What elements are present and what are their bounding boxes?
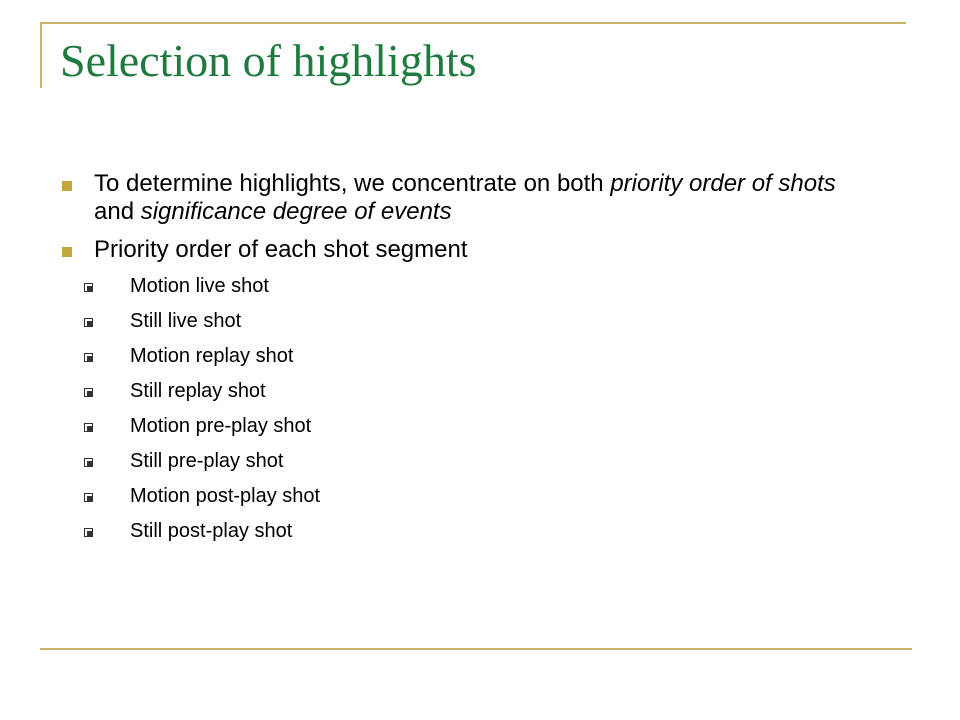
sub-bullet-item: Still replay shot	[58, 379, 858, 404]
left-rule	[40, 22, 42, 88]
hollow-square-bullet-icon	[84, 283, 93, 292]
bullet-priority-order: Priority order of each shot segment	[58, 236, 858, 264]
hollow-square-bullet-icon	[84, 528, 93, 537]
sub-bullet-item: Still pre-play shot	[58, 449, 858, 474]
bullet-text: To determine highlights, we concentrate …	[94, 170, 836, 225]
sub-bullet-item: Motion post-play shot	[58, 484, 858, 509]
hollow-square-bullet-icon	[84, 353, 93, 362]
sub-bullet-item: Still live shot	[58, 309, 858, 334]
sub-bullet-list: Motion live shot Still live shot Motion …	[58, 274, 858, 544]
slide-title: Selection of highlights	[60, 35, 477, 86]
hollow-square-bullet-icon	[84, 493, 93, 502]
bottom-rule	[40, 648, 912, 650]
hollow-square-bullet-icon	[84, 423, 93, 432]
bullet-text: Priority order of each shot segment	[94, 236, 468, 263]
sub-bullet-item: Still post-play shot	[58, 519, 858, 544]
bullet-determine-highlights: To determine highlights, we concentrate …	[58, 170, 858, 226]
hollow-square-bullet-icon	[84, 318, 93, 327]
square-bullet-icon	[62, 181, 72, 191]
sub-bullet-item: Motion pre-play shot	[58, 414, 858, 439]
slide-content: To determine highlights, we concentrate …	[58, 170, 858, 554]
hollow-square-bullet-icon	[84, 458, 93, 467]
top-rule	[40, 22, 906, 24]
hollow-square-bullet-icon	[84, 388, 93, 397]
sub-bullet-item: Motion replay shot	[58, 344, 858, 369]
square-bullet-icon	[62, 247, 72, 257]
sub-bullet-item: Motion live shot	[58, 274, 858, 299]
